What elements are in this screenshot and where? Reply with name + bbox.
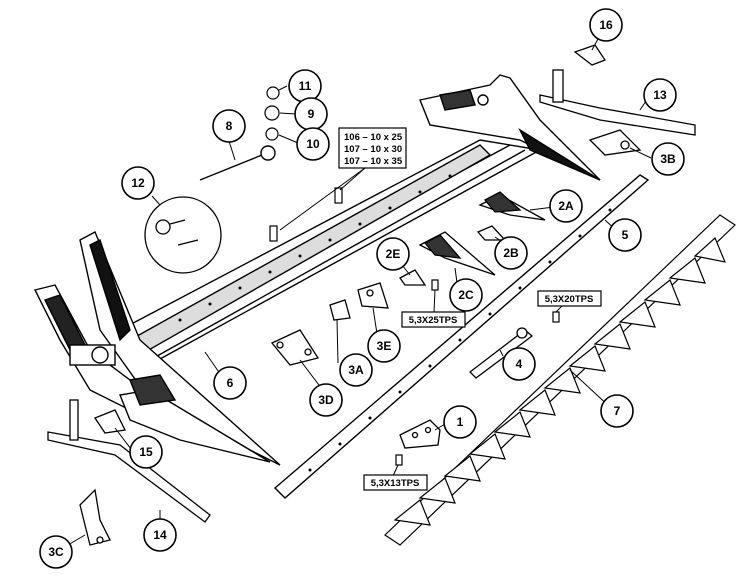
bolt-small-2 [552, 311, 560, 323]
callout-7: 7 [600, 394, 634, 428]
svg-text:15: 15 [139, 445, 153, 459]
svg-text:2B: 2B [503, 246, 519, 260]
svg-text:10: 10 [306, 137, 320, 151]
callout-3e: 3E [367, 329, 401, 363]
callout-6: 6 [213, 366, 247, 400]
svg-text:3A: 3A [348, 363, 364, 377]
svg-text:5: 5 [622, 228, 629, 242]
part-14-bar [47, 399, 211, 523]
callout-3d: 3D [309, 383, 343, 417]
part-4-connector [469, 327, 534, 379]
part-8-rod [199, 145, 276, 181]
callout-3a: 3A [339, 353, 373, 387]
part-3c [79, 488, 111, 546]
svg-text:13: 13 [653, 88, 667, 102]
callout-9: 9 [294, 97, 328, 131]
svg-text:3B: 3B [660, 152, 676, 166]
part-1-plate [399, 419, 441, 449]
callout-16: 16 [589, 8, 623, 42]
svg-text:3E: 3E [377, 339, 392, 353]
callout-8: 8 [212, 109, 246, 143]
callout-10: 10 [296, 127, 330, 161]
svg-text:5,3X13TPS: 5,3X13TPS [371, 478, 420, 489]
part-12-detail [144, 196, 222, 274]
part-15 [94, 409, 126, 434]
svg-text:12: 12 [131, 176, 145, 190]
svg-text:106 – 10 x 25: 106 – 10 x 25 [344, 132, 403, 143]
part-11-nut [266, 86, 280, 100]
bar-bolts [269, 187, 343, 242]
part-10-washer [265, 127, 279, 141]
svg-text:107 – 10 x 30: 107 – 10 x 30 [344, 144, 402, 155]
callout-15: 15 [129, 435, 163, 469]
bolt-label-20: 5,3X20TPS [537, 290, 602, 307]
callout-4: 4 [502, 347, 536, 381]
svg-text:2E: 2E [386, 247, 401, 261]
knife-back-5 [273, 174, 650, 499]
callout-2a: 2A [549, 189, 583, 223]
svg-text:11: 11 [299, 79, 312, 93]
bolt-small-1 [431, 279, 439, 291]
cutter-bar-6 [119, 139, 543, 371]
callout-13: 13 [643, 78, 677, 112]
svg-text:2A: 2A [558, 199, 574, 213]
guard-2a [478, 191, 546, 221]
svg-text:1: 1 [457, 415, 464, 429]
callout-2c: 2C [449, 278, 483, 312]
callout-5: 5 [608, 218, 642, 252]
callout-3b: 3B [651, 142, 685, 176]
callout-11: 11 [288, 69, 322, 103]
part-3b [588, 129, 642, 156]
left-divider-assembly [33, 231, 281, 466]
part-3d [270, 329, 320, 366]
part-13-bar [539, 69, 696, 136]
part-3e [357, 282, 389, 309]
bolt-size-table: 106 – 10 x 25 107 – 10 x 30 107 – 10 x 3… [338, 127, 407, 169]
callout-2b: 2B [494, 236, 528, 270]
bolt-label-13: 5,3X13TPS [363, 474, 428, 491]
guard-2c [418, 231, 496, 276]
callout-3c: 3C [39, 535, 73, 569]
callouts: 11 9 10 8 12 16 13 3B [39, 8, 685, 569]
svg-text:14: 14 [153, 528, 167, 542]
svg-text:5,3X25TPS: 5,3X25TPS [409, 315, 458, 326]
guard-2b [476, 225, 507, 241]
callout-12: 12 [121, 166, 155, 200]
bolt-small-3 [395, 454, 403, 466]
bolt-label-25: 5,3X25TPS [401, 311, 466, 328]
svg-text:4: 4 [516, 357, 523, 371]
svg-text:6: 6 [227, 376, 234, 390]
callout-2e: 2E [376, 237, 410, 271]
part-16 [573, 44, 606, 66]
part-2e [399, 269, 427, 286]
part-9-nut [264, 105, 280, 121]
svg-text:5,3X20TPS: 5,3X20TPS [545, 294, 594, 305]
svg-text:2C: 2C [458, 288, 474, 302]
svg-text:3D: 3D [318, 393, 334, 407]
svg-text:8: 8 [226, 119, 233, 133]
svg-text:7: 7 [614, 404, 621, 418]
svg-text:107 – 10 x 35: 107 – 10 x 35 [344, 156, 403, 167]
svg-text:16: 16 [599, 18, 613, 32]
svg-text:3C: 3C [48, 545, 64, 559]
right-divider-assembly [419, 74, 601, 181]
callout-14: 14 [143, 518, 177, 552]
svg-text:9: 9 [308, 107, 315, 121]
sickle-sections-7 [384, 214, 736, 546]
part-3a [329, 299, 351, 321]
callout-1: 1 [443, 405, 477, 439]
